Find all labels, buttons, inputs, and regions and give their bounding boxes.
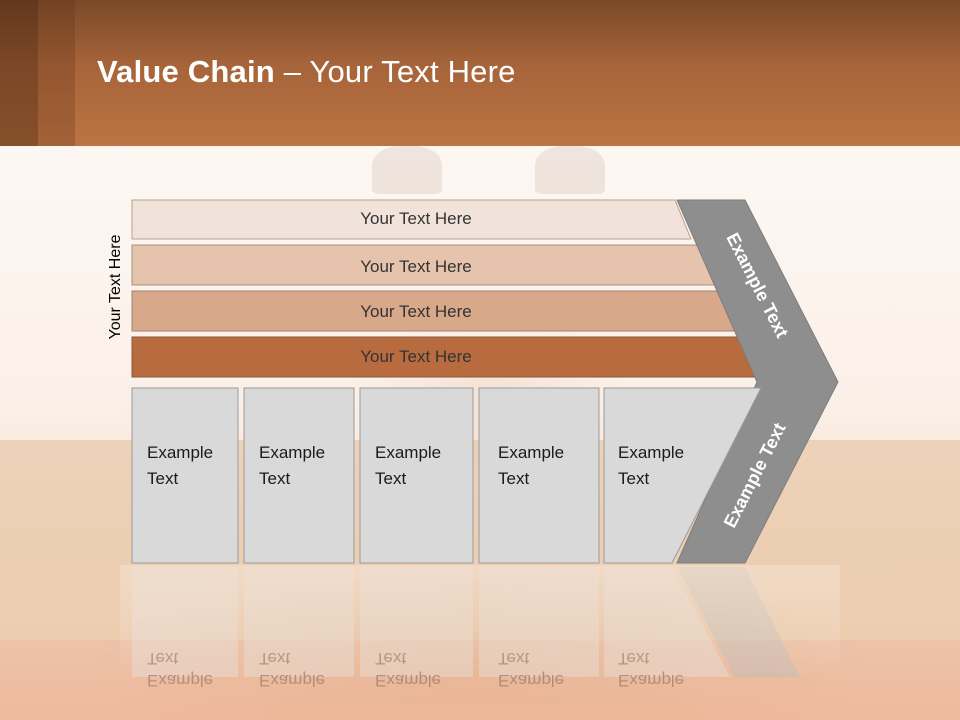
box-4-line1: Example xyxy=(498,443,564,462)
boxes-group: Example Text Example Text Example Text E… xyxy=(131,387,762,564)
header-stripe-dark xyxy=(0,0,38,146)
box-5[interactable] xyxy=(603,387,762,564)
box-2[interactable] xyxy=(243,387,355,564)
box-1[interactable] xyxy=(131,387,239,564)
chevron-shape[interactable] xyxy=(676,199,839,564)
reflection-fade xyxy=(120,565,840,680)
page-title-rest: – Your Text Here xyxy=(274,54,516,89)
box-5-line1: Example xyxy=(618,443,684,462)
band-1-label: Your Text Here xyxy=(360,209,472,228)
background-cat-ear-left xyxy=(372,146,442,194)
background-cat-ear-right xyxy=(535,146,605,194)
box-4-line2: Text xyxy=(498,469,529,488)
band-2-label: Your Text Here xyxy=(360,257,472,276)
header-band: Value Chain – Your Text Here xyxy=(0,0,960,146)
page-title-bold: Value Chain xyxy=(97,54,275,89)
box-1-line2: Text xyxy=(147,469,178,488)
box-5-line2: Text xyxy=(618,469,649,488)
reflection-group: Example Text Example Text Example Text E… xyxy=(120,565,840,690)
box-3-line1: Example xyxy=(375,443,441,462)
bands-group: Your Text Here Your Text Here Your Text … xyxy=(131,199,764,378)
box-2-line1: Example xyxy=(259,443,325,462)
band-4-label: Your Text Here xyxy=(360,347,472,366)
box-3-line2: Text xyxy=(375,469,406,488)
box-4[interactable] xyxy=(478,387,600,564)
band-1[interactable] xyxy=(131,199,692,240)
band-3-label: Your Text Here xyxy=(360,302,472,321)
box-2-line2: Text xyxy=(259,469,290,488)
box-3[interactable] xyxy=(359,387,474,564)
page-title: Value Chain – Your Text Here xyxy=(97,54,516,90)
header-stripe-light xyxy=(38,0,75,146)
chevron-group: Example Text Example Text xyxy=(676,199,839,564)
box-1-line1: Example xyxy=(147,443,213,462)
